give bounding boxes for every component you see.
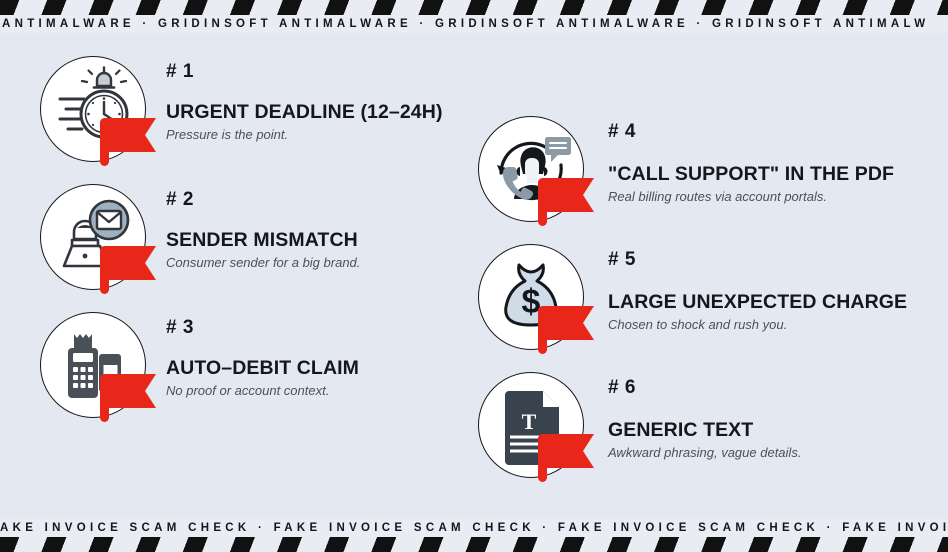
item-number-4: # 4 <box>608 121 636 142</box>
item-subtitle-3: No proof or account context. <box>166 383 330 399</box>
item-subtitle-2: Consumer sender for a big brand. <box>166 255 361 271</box>
text-block-3: # 3 AUTO–DEBIT CLAIM No proof or account… <box>152 308 484 399</box>
right-column: # 4 "CALL SUPPORT" IN THE PDF Real billi… <box>472 112 942 496</box>
item-subtitle-5: Chosen to shock and rush you. <box>608 317 788 333</box>
red-flag-icon <box>538 178 594 226</box>
text-block-2: # 2 SENDER MISMATCH Consumer sender for … <box>152 180 484 271</box>
text-block-6: # 6 GENERIC TEXT Awkward phrasing, vague… <box>590 368 942 461</box>
svg-text:$: $ <box>522 283 541 321</box>
item-title-4: "CALL SUPPORT" IN THE PDF <box>608 163 895 185</box>
bottom-banner: AKE INVOICE SCAM CHECK · FAKE INVOICE SC… <box>0 519 948 552</box>
red-flag-icon <box>100 118 156 166</box>
red-flag-icon <box>538 434 594 482</box>
risk-item-2[interactable]: # 2 SENDER MISMATCH Consumer sender for … <box>34 180 484 308</box>
banner-stripes-top <box>0 0 948 15</box>
icon-medallion-2 <box>34 180 156 298</box>
bottom-banner-text: AKE INVOICE SCAM CHECK · FAKE INVOICE SC… <box>0 522 948 534</box>
text-block-1: # 1 URGENT DEADLINE (12–24H) Pressure is… <box>152 52 484 143</box>
item-subtitle-6: Awkward phrasing, vague details. <box>608 445 802 461</box>
risk-item-5[interactable]: $ # 5 LARGE UNEXPECTED CHARGE Chosen to … <box>472 240 942 368</box>
item-subtitle-4: Real billing routes via account portals. <box>608 189 827 205</box>
svg-text:T: T <box>522 409 537 434</box>
item-number-6: # 6 <box>608 377 636 398</box>
item-number-1: # 1 <box>166 61 194 82</box>
red-flag-icon <box>538 306 594 354</box>
icon-medallion-3 <box>34 308 156 426</box>
item-title-2: SENDER MISMATCH <box>166 229 358 251</box>
icon-medallion-5: $ <box>472 240 594 358</box>
banner-stripes-bottom <box>0 537 948 552</box>
left-column: # 1 URGENT DEADLINE (12–24H) Pressure is… <box>34 52 484 436</box>
icon-medallion-1 <box>34 52 156 170</box>
top-banner-text: ANTIMALWARE · GRIDINSOFT ANTIMALWARE · G… <box>2 18 930 30</box>
item-number-3: # 3 <box>166 317 194 338</box>
red-flag-icon <box>100 246 156 294</box>
item-subtitle-1: Pressure is the point. <box>166 127 289 143</box>
icon-medallion-6: T <box>472 368 594 486</box>
risk-item-3[interactable]: # 3 AUTO–DEBIT CLAIM No proof or account… <box>34 308 484 436</box>
risk-item-6[interactable]: T # 6 GENERIC TEXT Awkward phrasing, vag… <box>472 368 942 496</box>
item-title-5: LARGE UNEXPECTED CHARGE <box>608 291 908 313</box>
icon-medallion-4 <box>472 112 594 230</box>
item-title-1: URGENT DEADLINE (12–24H) <box>166 101 443 123</box>
risk-item-1[interactable]: # 1 URGENT DEADLINE (12–24H) Pressure is… <box>34 52 484 180</box>
item-number-5: # 5 <box>608 249 636 270</box>
item-number-2: # 2 <box>166 189 194 210</box>
text-block-4: # 4 "CALL SUPPORT" IN THE PDF Real billi… <box>590 112 942 205</box>
risk-item-4[interactable]: # 4 "CALL SUPPORT" IN THE PDF Real billi… <box>472 112 942 240</box>
item-title-6: GENERIC TEXT <box>608 419 754 441</box>
red-flag-icon <box>100 374 156 422</box>
top-banner: ANTIMALWARE · GRIDINSOFT ANTIMALWARE · G… <box>0 0 948 33</box>
text-block-5: # 5 LARGE UNEXPECTED CHARGE Chosen to sh… <box>590 240 942 333</box>
item-title-3: AUTO–DEBIT CLAIM <box>166 357 359 379</box>
